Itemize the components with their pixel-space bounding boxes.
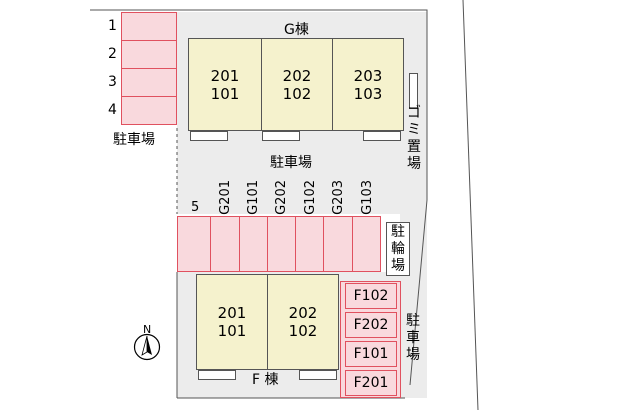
parking-code: G202 bbox=[274, 180, 289, 215]
unit-number: 201 bbox=[217, 304, 247, 322]
entrance-step bbox=[198, 370, 236, 380]
unit-number: 202 bbox=[282, 66, 312, 85]
parking-slot-2 bbox=[121, 40, 177, 69]
building-f-unit-2: 202 102 bbox=[267, 274, 339, 370]
parking-slot-f202: F202 bbox=[345, 312, 397, 338]
unit-number: 101 bbox=[217, 322, 247, 340]
garbage-label: ゴミ置場 bbox=[407, 105, 421, 172]
parking-slot-3 bbox=[121, 68, 177, 97]
entrance-step bbox=[190, 131, 228, 141]
parking-slot-g203 bbox=[323, 216, 353, 272]
parking-slot-g101 bbox=[239, 216, 268, 272]
parking-code: G103 bbox=[360, 180, 375, 215]
parking-slot-f201: F201 bbox=[345, 370, 397, 396]
parking-slot-1 bbox=[121, 12, 177, 41]
parking-label-right: 駐車場 bbox=[406, 313, 420, 363]
entrance-step bbox=[363, 131, 401, 141]
parking-slot-g202 bbox=[267, 216, 296, 272]
parking-slot-g103 bbox=[352, 216, 381, 272]
parking-code: 5 bbox=[191, 200, 200, 215]
parking-code: G101 bbox=[246, 180, 261, 215]
parking-slot-4 bbox=[121, 96, 177, 125]
parking-code: G102 bbox=[303, 180, 318, 215]
unit-number: 202 bbox=[288, 304, 318, 322]
parking-slot-g201 bbox=[210, 216, 240, 272]
parking-slot-f101: F101 bbox=[345, 341, 397, 367]
unit-number: 103 bbox=[353, 84, 383, 103]
parking-slot-5 bbox=[177, 216, 211, 272]
parking-slot-f102: F102 bbox=[345, 283, 397, 309]
unit-number: 101 bbox=[210, 84, 240, 103]
unit-number: 102 bbox=[288, 322, 318, 340]
bicycle-label: 駐輪場 bbox=[391, 224, 405, 274]
parking-number: 4 bbox=[108, 102, 117, 118]
parking-label-center: 駐車場 bbox=[270, 155, 312, 171]
bicycle-parking-box: 駐輪場 bbox=[386, 222, 410, 276]
north-arrow-icon bbox=[133, 333, 161, 361]
parking-label-top: 駐車場 bbox=[113, 132, 155, 148]
parking-number: 2 bbox=[108, 46, 117, 62]
entrance-step bbox=[262, 131, 300, 141]
entrance-step bbox=[299, 370, 337, 380]
building-f-unit-1: 201 101 bbox=[196, 274, 268, 370]
compass-label: N bbox=[143, 323, 152, 336]
building-g-title: G棟 bbox=[284, 22, 309, 38]
unit-number: 203 bbox=[353, 66, 383, 85]
garbage-box bbox=[409, 73, 418, 109]
parking-code: G203 bbox=[331, 180, 346, 215]
building-g-unit-1: 201 101 bbox=[188, 38, 262, 131]
unit-number: 201 bbox=[210, 66, 240, 85]
building-g-unit-3: 203 103 bbox=[332, 38, 404, 131]
building-f-title: F 棟 bbox=[252, 372, 279, 388]
parking-number: 1 bbox=[108, 18, 117, 34]
parking-code: G201 bbox=[218, 180, 233, 215]
building-g-unit-2: 202 102 bbox=[261, 38, 333, 131]
parking-number: 3 bbox=[108, 74, 117, 90]
parking-slot-g102 bbox=[295, 216, 324, 272]
unit-number: 102 bbox=[282, 84, 312, 103]
